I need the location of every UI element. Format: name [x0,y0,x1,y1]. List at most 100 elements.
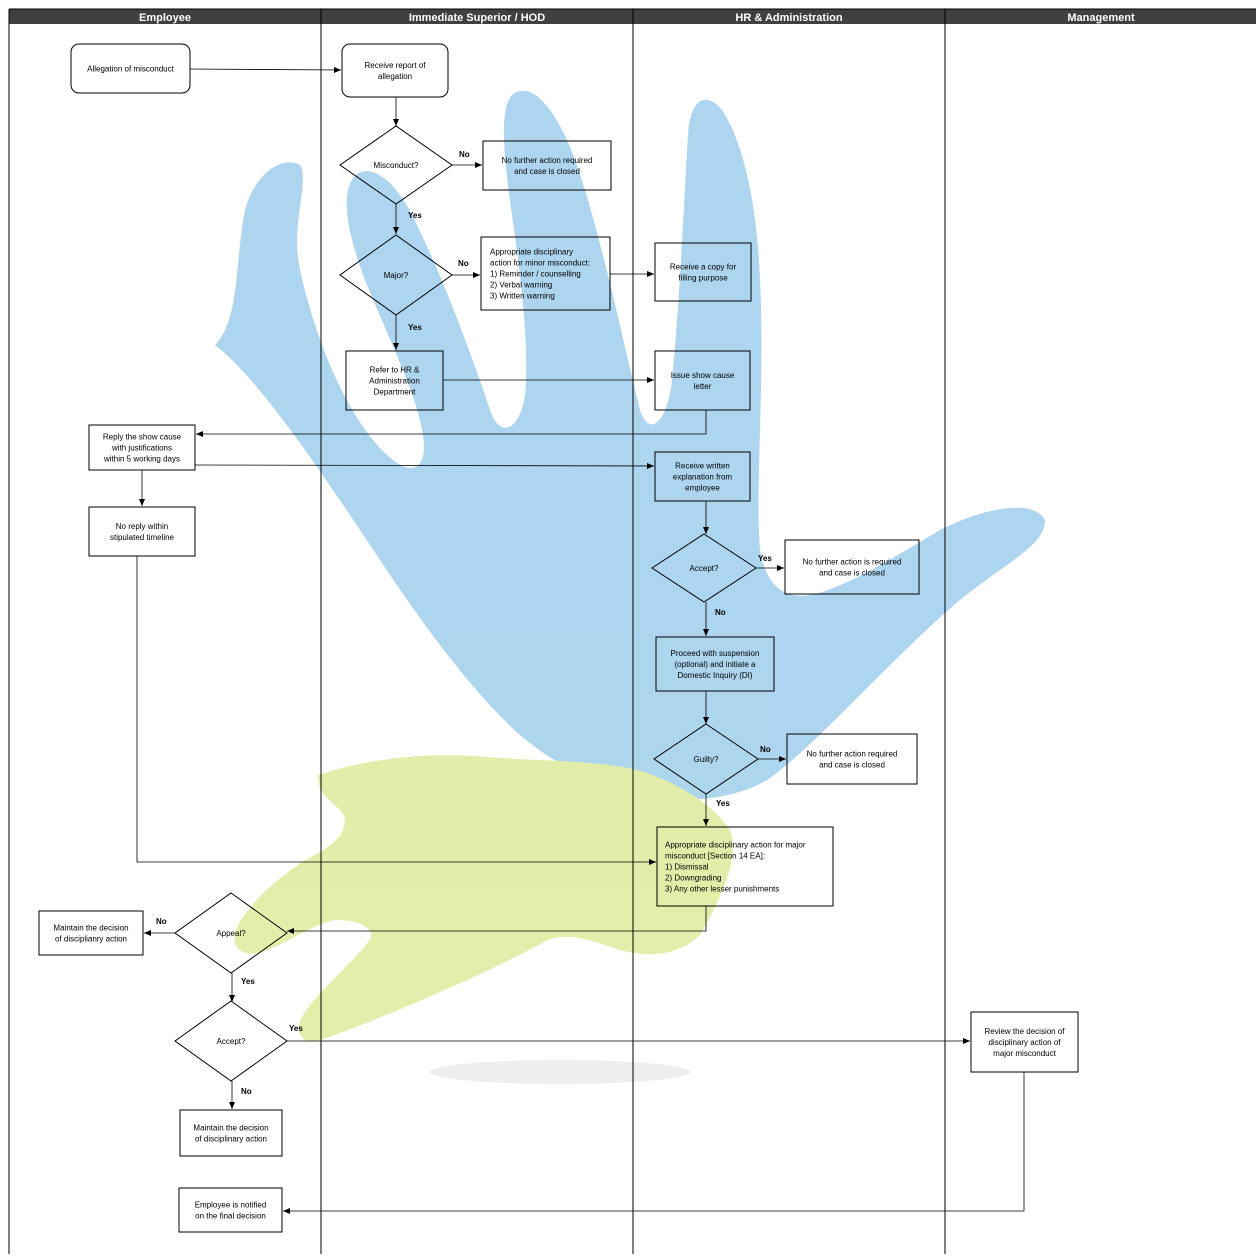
node-major-action: Appropriate disciplinary action for majo… [656,826,834,907]
node-label-line: and case is closed [514,167,580,176]
edge-reply-to-receive-written [194,462,655,469]
node-maintain-1: Maintain the decision of disciplianry act… [38,910,144,956]
node-label-line: 3) Written warning [490,292,555,301]
edge-allegation-to-receive-report [189,66,342,73]
edge-label-guilty-yes: Yes [716,799,730,808]
watermark-hand-green-shape [234,755,733,1041]
node-label-line: action for minor misconduct: [490,259,590,268]
node-label-line: No further action is required [803,558,902,567]
lane-title-employee: Employee [139,12,191,24]
node-guilty-q: Guilty? [653,723,759,795]
process-box-shape [482,140,612,191]
process-box-shape [654,350,751,411]
process-box-shape [784,539,920,595]
edge-label-accept-2-yes: Yes [289,1024,303,1033]
process-box-shape [654,242,752,302]
rounded-process-box-shape [341,43,449,98]
process-box-shape [38,910,144,956]
edge-major-action-to-appeal [287,906,707,934]
edge-show-cause-to-reply [196,410,707,437]
edge-label-accept-2-no: No [241,1087,252,1096]
process-box-shape [178,1187,283,1233]
node-review: Review the decision of disciplinary actio… [970,1011,1079,1073]
node-label-line: Receive a copy for [670,263,737,272]
node-label-line: filling purpose [678,274,728,283]
process-box-shape [480,236,611,311]
node-label-line: 1) Dismissal [665,863,709,872]
node-label-line: Accept? [690,564,719,573]
node-label-line: Receive written [675,462,730,471]
lane-title-superior: Immediate Superior / HOD [409,12,545,24]
node-label-line: No further action required [807,750,898,759]
node-accept-q1: Accept? [651,533,757,603]
process-box-shape [654,451,751,502]
node-label-line: Department [374,388,417,397]
node-minor-action: Appropriate disciplinary action for minor… [480,236,611,311]
process-box-shape [656,826,834,907]
node-label-line: Review the decision of [984,1027,1065,1036]
edges [136,66,1025,1214]
node-no-action-2: No further action is required and case is… [784,539,920,595]
node-label-line: No reply within [116,522,168,531]
node-label-line: Refer to HR & [370,366,420,375]
node-label-line: stipulated timeline [110,533,175,542]
decision-diamond-shape [339,125,453,205]
decision-diamond-shape [339,234,453,316]
node-appeal-q: Appeal? [174,892,288,974]
node-label-line: Reply the show cause [103,433,182,442]
node-label-line: major misconduct [993,1049,1056,1058]
node-label-line: Appropriate disciplinary action for majo… [665,841,806,850]
decision-diamond-shape [653,723,759,795]
node-label-line: 2) Verbal warning [490,281,552,290]
node-label-line: disciplinary action of [988,1038,1061,1047]
node-major-q: Major? [339,234,453,316]
watermark-hand-graphic [215,90,1045,1084]
edge-label-appeal-no: No [156,917,167,926]
node-label-line: on the final decision [195,1212,266,1221]
node-label-line: Proceed with suspension [671,649,760,658]
process-box-shape [655,636,775,692]
node-label-line: with justifications [111,444,172,453]
node-label-line: Misconduct? [374,161,419,170]
node-allegation: Allegation of misconduct [70,43,191,94]
edge-label-major-no: No [458,259,469,268]
node-label-line: employee [685,484,720,493]
node-label-line: Maintain the decision [193,1124,268,1133]
node-reply-show-cause: Reply the show cause with justifications w… [88,424,196,471]
node-label-line: of disciplianry action [55,935,127,944]
node-label-line: Appropriate disciplinary [490,248,573,257]
node-label-line: explanation from [673,473,732,482]
node-label-line: Allegation of misconduct [87,65,174,74]
node-no-reply: No reply within stipulated timeline [88,506,196,557]
node-receive-written: Receive written explanation from employee [654,451,751,502]
node-misconduct-q: Misconduct? [339,125,453,205]
node-label-line: within 5 working days [103,455,180,464]
edge-label-accept-1-no: No [715,608,726,617]
edge-label-misconduct-no: No [459,150,470,159]
lane-title-hr: HR & Administration [735,12,842,24]
node-label-line: 2) Downgrading [665,874,721,883]
node-label-line: Issue show cause [671,371,735,380]
process-box-shape [88,424,196,471]
edge-review-to-notified [283,1072,1025,1214]
rounded-process-box-shape [70,43,191,94]
node-label-line: Employee is notified [195,1201,267,1210]
process-box-shape [970,1011,1079,1073]
node-suspension: Proceed with suspension(optional) and in… [655,636,775,692]
watermark-hand-blue-shape [215,90,1045,801]
watermark-shadow-shape [430,1060,690,1084]
edge-no-reply-to-major-action [136,556,656,865]
edge-label-guilty-no: No [760,745,771,754]
process-box-shape [179,1109,283,1157]
node-label-line: misconduct [Section 14 EA]: [665,852,765,861]
node-notified: Employee is notified on the final decisio… [178,1187,283,1233]
node-label-line: letter [694,382,712,391]
node-label-line: Maintain the decision [53,924,128,933]
node-label-line: and case is closed [819,569,885,578]
node-label-line: 1) Reminder / counselling [490,270,581,279]
process-box-shape [345,350,444,411]
